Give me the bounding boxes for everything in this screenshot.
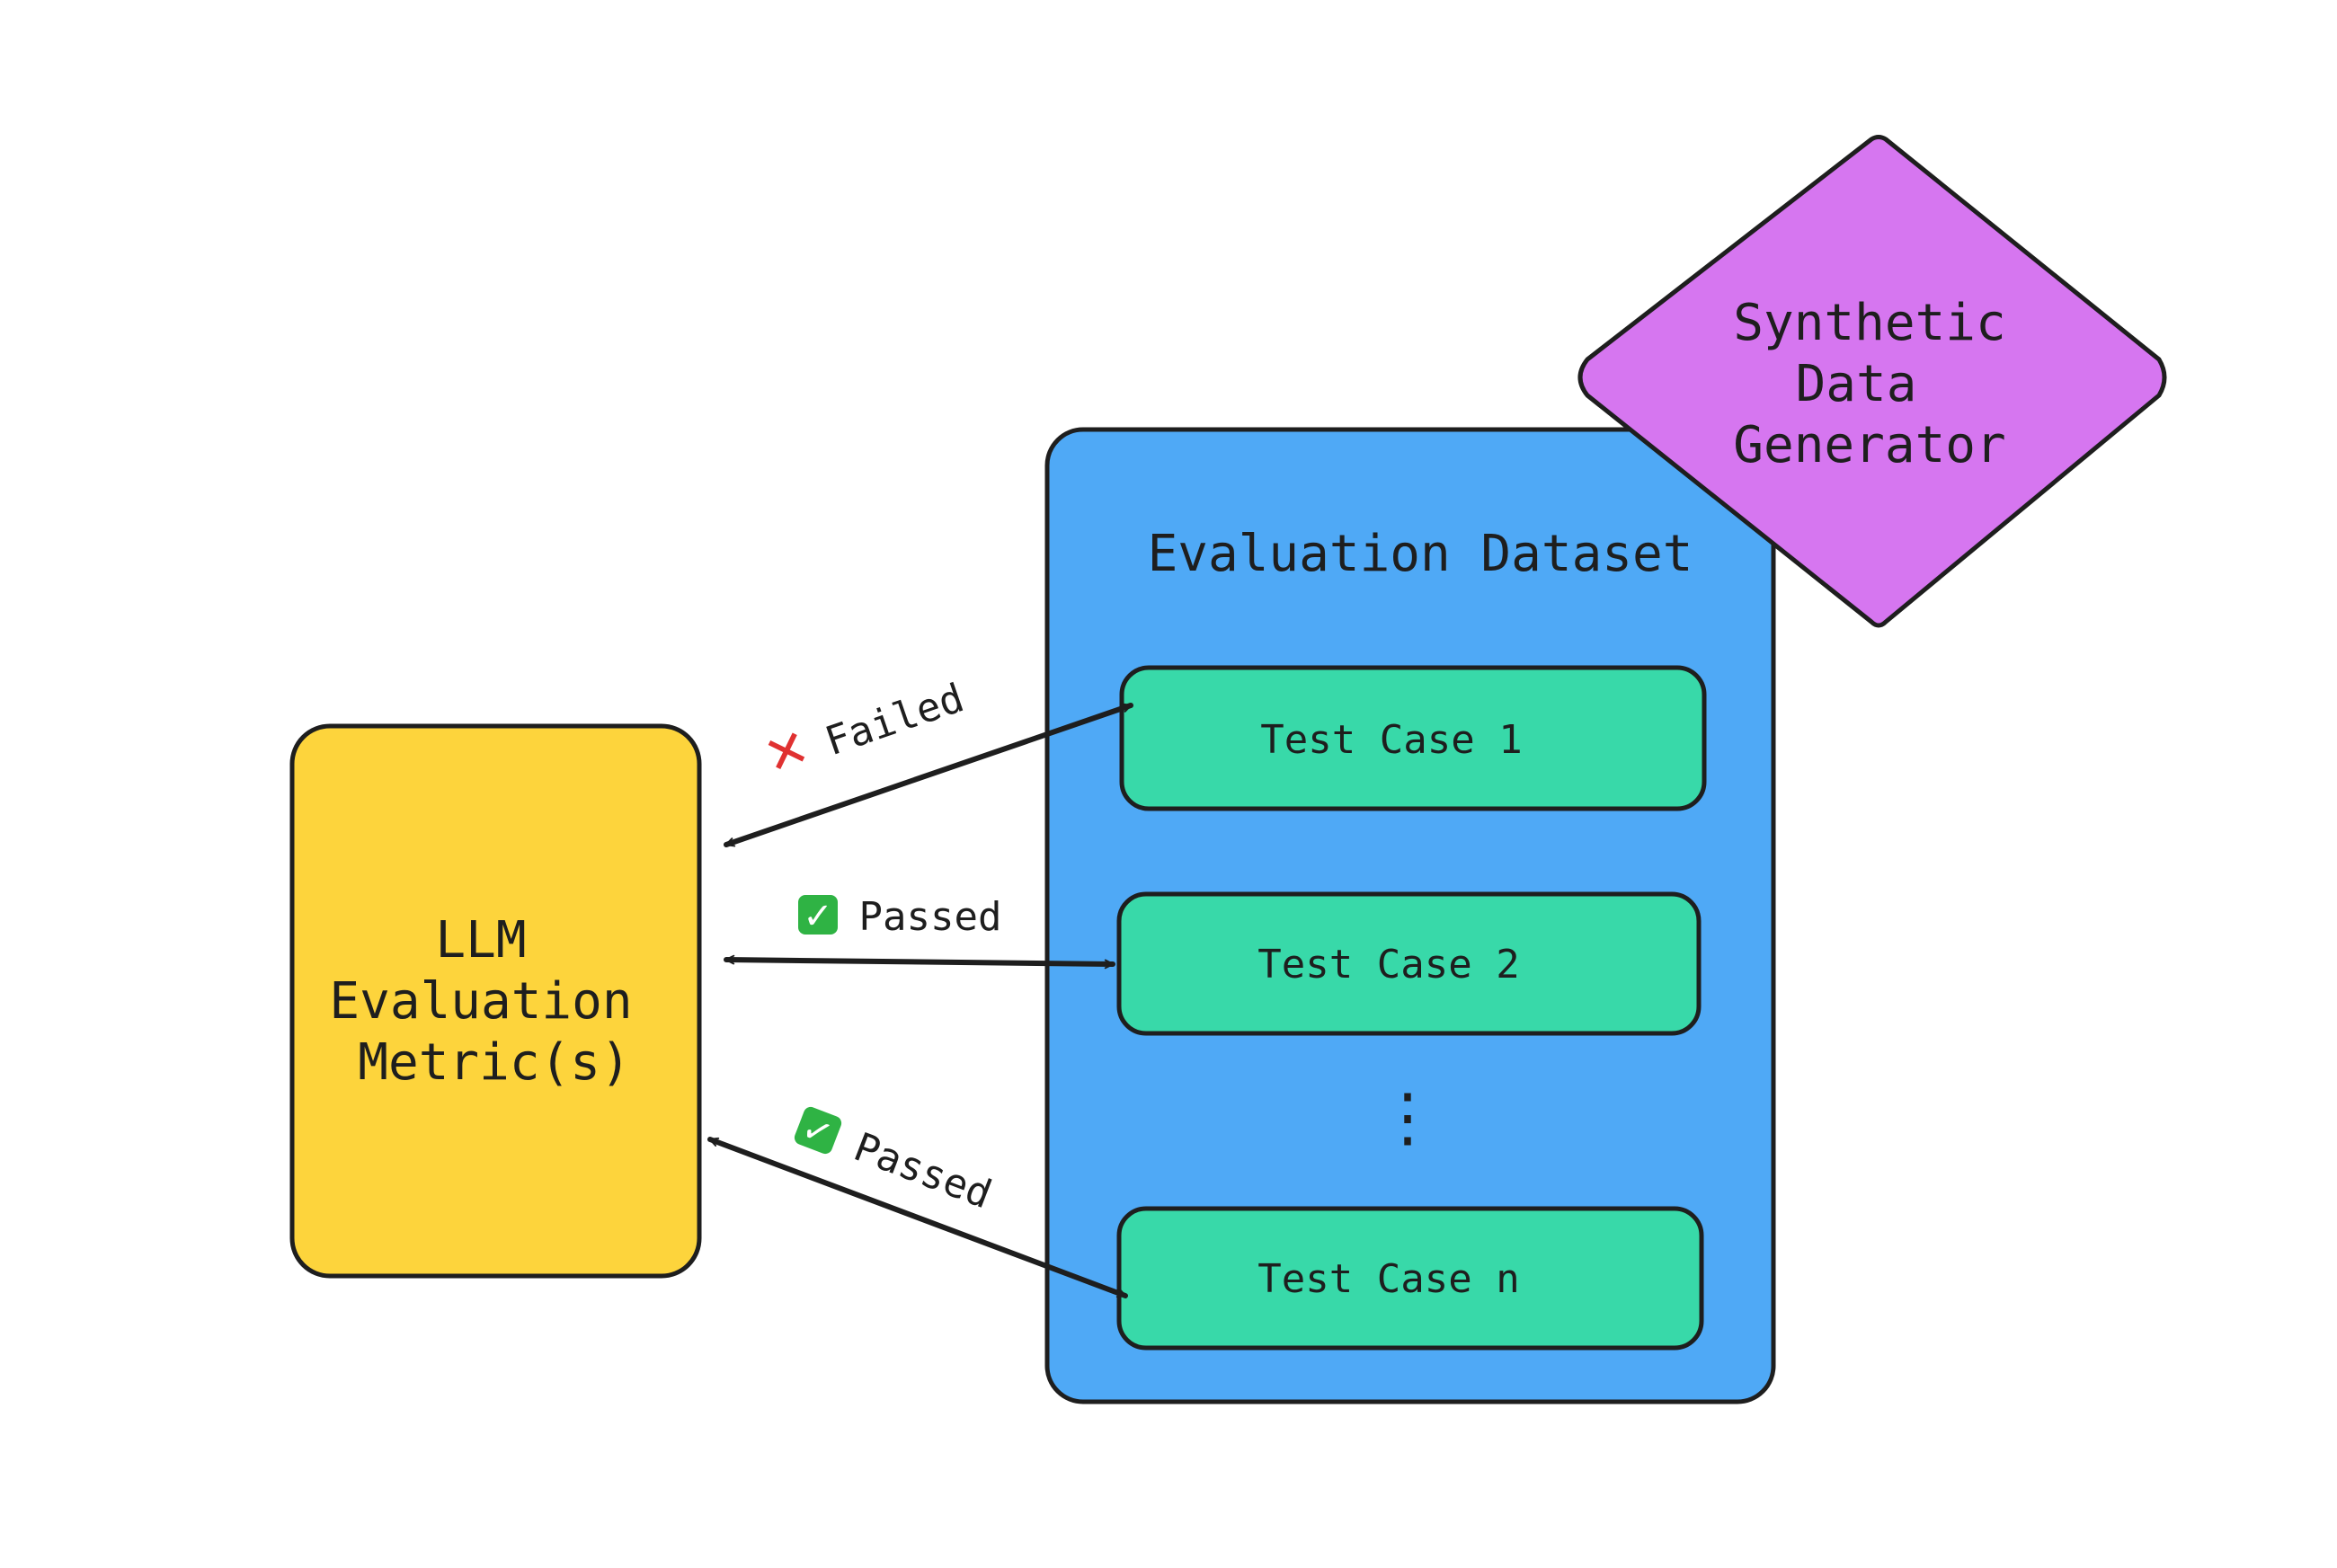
check-mark-icon: ✓ <box>798 895 838 937</box>
test-case-1: Test Case 1 <box>1119 665 1707 811</box>
test-case-2-label: Test Case 2 <box>1257 942 1519 988</box>
cross-mark-icon: ✕ <box>756 716 817 788</box>
bidirectional-arrow <box>707 1137 1128 1298</box>
generator-label-line-1: Synthetic <box>1733 294 2005 352</box>
metrics-label-line-1: LLM <box>435 911 526 970</box>
test-case-1-label: Test Case 1 <box>1260 717 1522 763</box>
evaluation-dataset-title: Evaluation Dataset <box>1148 525 1693 583</box>
synthetic-data-generator-node: Synthetic Data Generator <box>1577 135 2167 628</box>
test-case-n-label: Test Case n <box>1257 1256 1519 1302</box>
check-mark-icon: ✓ <box>794 1106 842 1156</box>
svg-text:✓: ✓ <box>795 1107 839 1156</box>
bidirectional-arrow <box>724 703 1133 847</box>
metrics-label-line-3: Metric(s) <box>358 1033 630 1092</box>
test-case-ellipsis: ⋮ <box>1375 1079 1440 1155</box>
edge-label-failed: Failed <box>820 675 970 765</box>
generator-label-line-3: Generator <box>1733 416 2005 474</box>
test-case-2: Test Case 2 <box>1116 891 1702 1036</box>
edge-label-passed-1: Passed <box>859 894 1002 940</box>
bidirectional-arrow <box>724 954 1115 970</box>
llm-evaluation-metrics-node: LLM Evaluation Metric(s) <box>289 723 702 1279</box>
test-case-n: Test Case n <box>1116 1206 1704 1351</box>
svg-text:✓: ✓ <box>803 896 833 937</box>
generator-label-line-2: Data <box>1796 355 1917 413</box>
edge-passed-test-case-2: ✓ Passed <box>724 894 1115 970</box>
edge-label-passed-2: Passed <box>848 1124 998 1218</box>
metrics-label-line-2: Evaluation <box>329 972 632 1031</box>
